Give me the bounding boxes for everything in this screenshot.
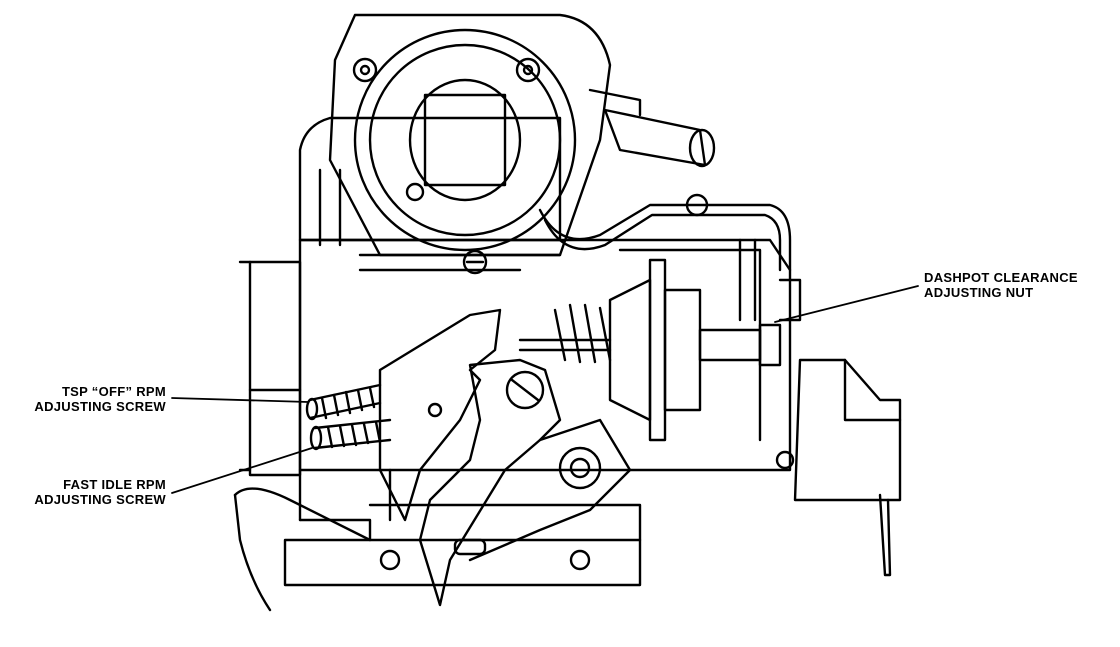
vacuum-line (538, 193, 792, 322)
dashpot-label-line2: ADJUSTING NUT (924, 285, 1034, 300)
fast-idle-screw (309, 418, 392, 451)
base-flange (233, 487, 642, 612)
fast-idle-label-line1: FAST IDLE RPM (63, 477, 166, 492)
carburetor-body (238, 116, 792, 522)
fast-idle-callout: FAST IDLE RPM ADJUSTING SCREW (6, 477, 166, 507)
dashpot-callout: DASHPOT CLEARANCE ADJUSTING NUT (924, 270, 1078, 300)
dashpot-label-line1: DASHPOT CLEARANCE (924, 270, 1078, 285)
leader-dashpot (774, 285, 919, 323)
air-horn-cover (328, 13, 612, 275)
tsp-callout: TSP “OFF” RPM ADJUSTING SCREW (6, 384, 166, 414)
leader-lines (171, 285, 919, 494)
fast-idle-cam (378, 308, 502, 522)
tsp-label-line1: TSP “OFF” RPM (61, 384, 166, 399)
vent-tube (588, 88, 716, 168)
solenoid-bracket (775, 278, 902, 577)
leader-fast-idle (171, 447, 313, 494)
tsp-off-screw (305, 383, 382, 421)
throttle-lever (418, 358, 632, 607)
fast-idle-label-line2: ADJUSTING SCREW (34, 492, 166, 507)
dashpot-assembly (518, 258, 782, 442)
tsp-label-line2: ADJUSTING SCREW (34, 399, 166, 414)
leader-tsp (171, 397, 309, 403)
